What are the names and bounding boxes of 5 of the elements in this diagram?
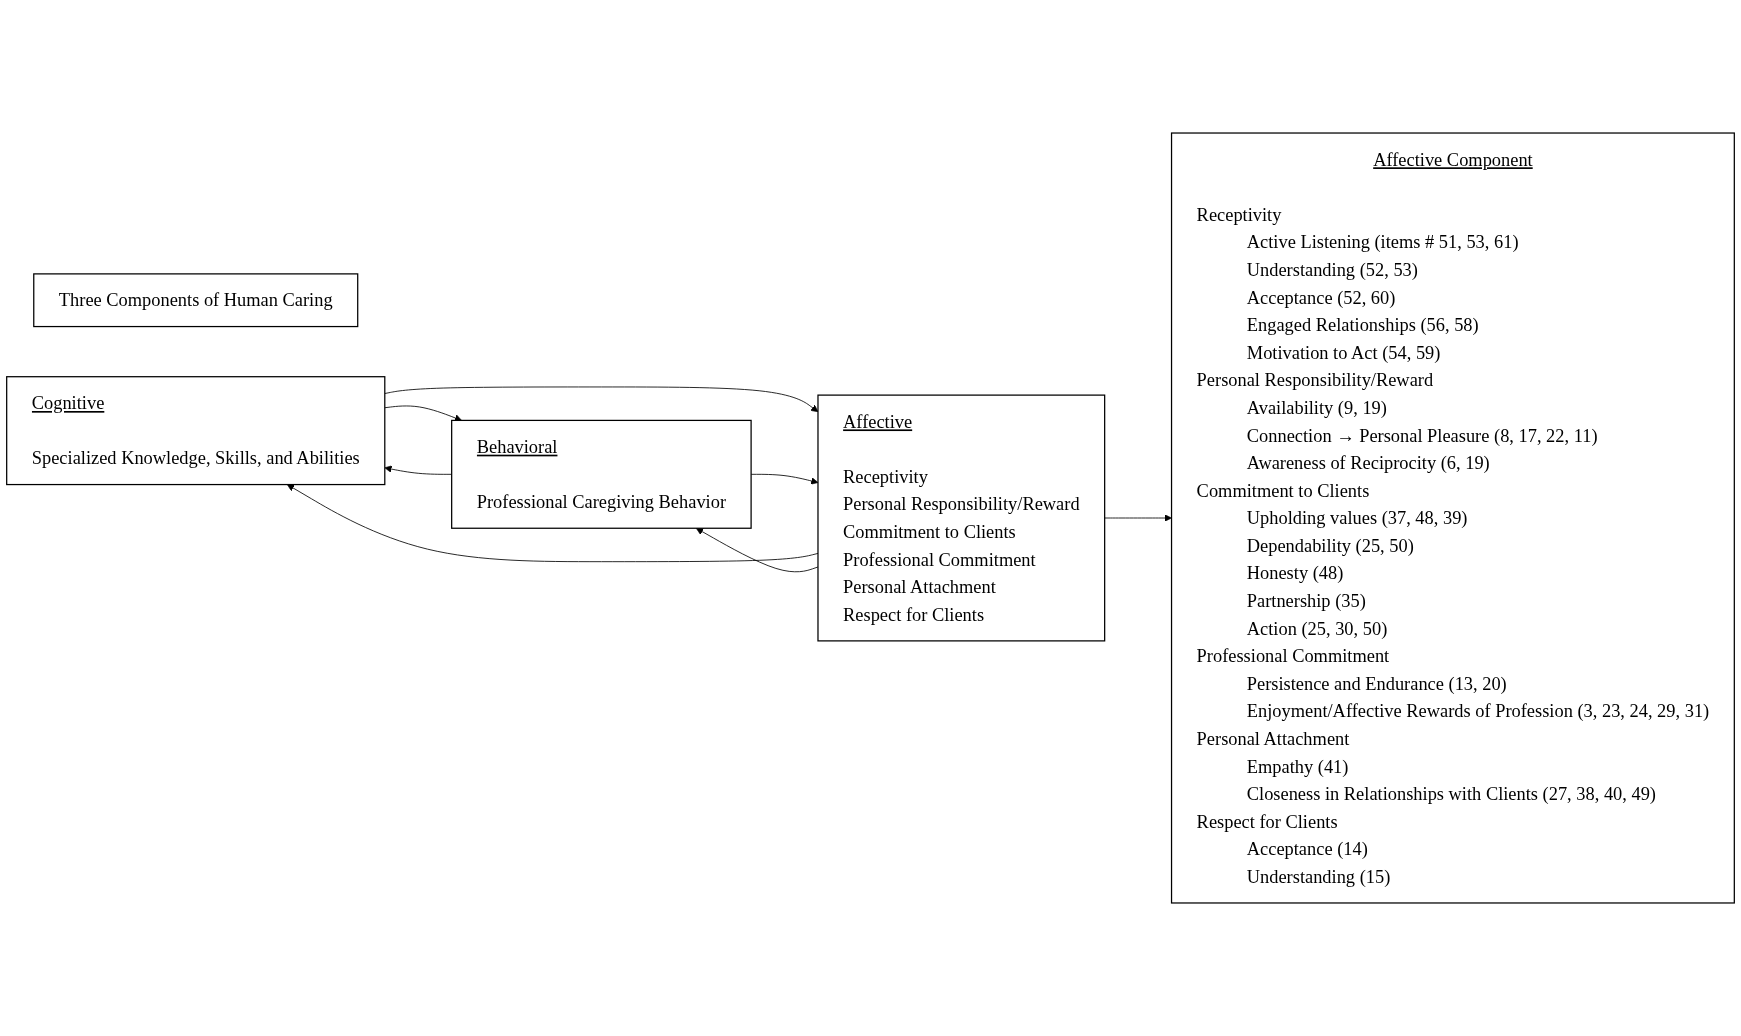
node-box: Three Components of Human Caring: [33, 273, 359, 328]
node-box: Cognitive Specialized Knowledge, Skills, and Abilities: [6, 376, 386, 486]
node-box: Behavioral Professional Caregiving Behavior: [451, 419, 752, 529]
node-box: Affective Component Receptivity Active Listening (items # 51, 53, 61) Understanding (52, 53) Acceptance (52, 60) Engaged Relationships (56, 58) Motivation to Act (54, 59) Personal Responsibility/Reward Availability (9, 19) Connection → Personal Pleasure (8, 17, 22, 11) Awareness of Reciprocity (6, 19) Commitment to Clients Upholding values (37, 48, 39) Dependability (25, 50) Honesty (48) Partnership (35) Action (25, 30, 50) Professional Commitment Persistence and Endurance (13, 20) Enjoyment/Affective Rewards of Profession (3, 23, 24, 29, 31) Personal Attachment Empathy (41) Closeness in Relationships with Clients (27, 38, 40, 49) Respect for Clients Acceptance (14) Understanding (15): [1170, 132, 1735, 904]
node-box: Affective Receptivity Personal Responsibility/Reward Commitment to Clients Professional Commitment Personal Attachment Respect for Clients: [817, 394, 1106, 642]
